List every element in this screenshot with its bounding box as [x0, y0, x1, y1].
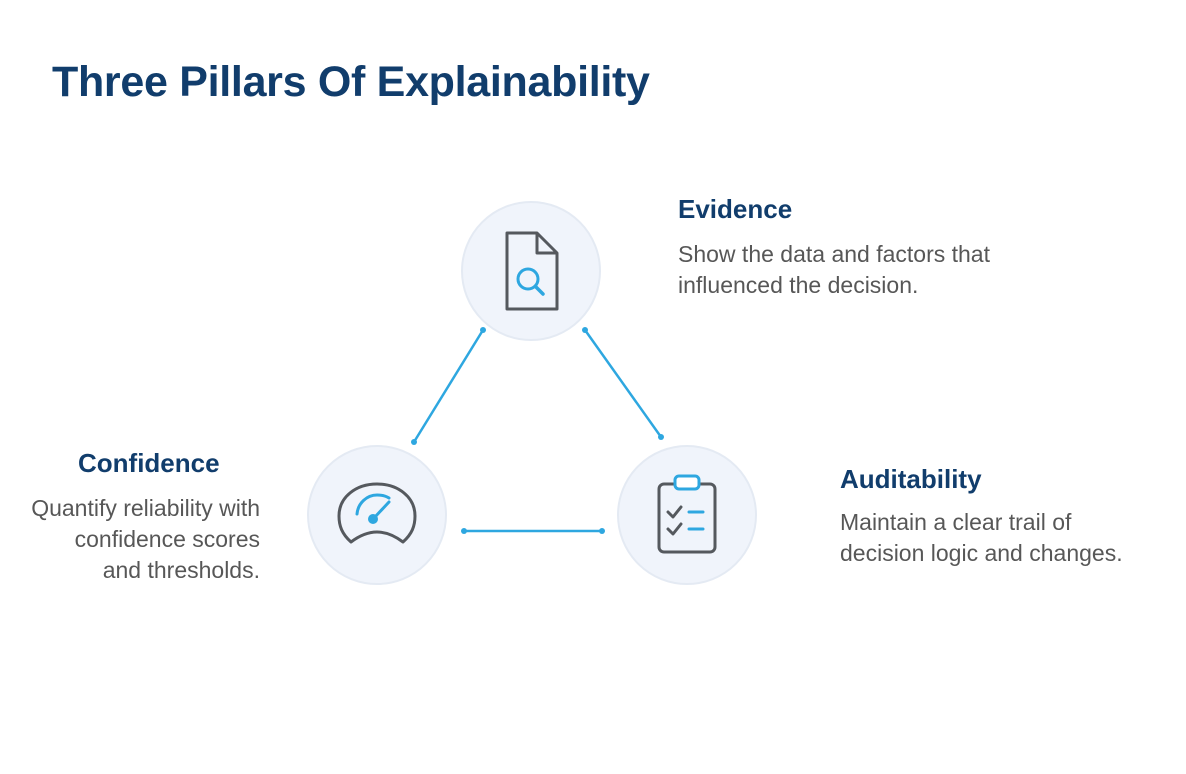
auditability-node [617, 445, 757, 585]
gauge-icon [337, 482, 417, 544]
connector-dot [411, 439, 417, 445]
auditability-heading: Auditability [840, 464, 982, 494]
connector-dot [599, 528, 605, 534]
evidence-node [461, 201, 601, 341]
evidence-heading: Evidence [678, 194, 793, 224]
connector-evidence-confidence [412, 328, 485, 444]
auditability-text-block: Auditability Maintain a clear trail of d… [840, 464, 1160, 569]
connector-evidence-auditability [583, 328, 663, 439]
confidence-heading: Confidence [78, 448, 220, 478]
evidence-description: Show the data and factors that influence… [678, 241, 990, 298]
connector-dot [480, 327, 486, 333]
clipboard-checklist-icon [657, 474, 717, 554]
confidence-text-block: Confidence Quantify reliability with con… [30, 448, 260, 586]
connector-dot [658, 434, 664, 440]
document-search-icon [505, 231, 559, 311]
confidence-description: Quantify reliability with confidence sco… [31, 495, 260, 583]
auditability-description: Maintain a clear trail of decision logic… [840, 509, 1123, 566]
connector-dot [582, 327, 588, 333]
confidence-node [307, 445, 447, 585]
page-title: Three Pillars Of Explainability [52, 58, 650, 106]
connector-dot [461, 528, 467, 534]
evidence-text-block: Evidence Show the data and factors that … [678, 194, 1018, 301]
